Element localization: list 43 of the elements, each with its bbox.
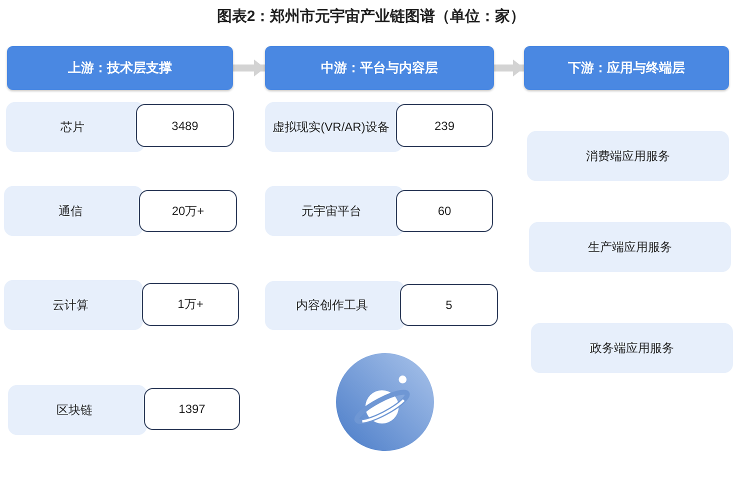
- count-value: 20万+: [172, 202, 204, 220]
- count-value: 5: [446, 298, 452, 312]
- category-label: 通信: [58, 202, 82, 220]
- count-panel: [396, 104, 493, 147]
- category-label: 虚拟现实(VR/AR)设备: [272, 118, 390, 136]
- count-panel: [136, 104, 234, 147]
- count-panel: [139, 190, 237, 232]
- count-value: 60: [438, 204, 452, 218]
- count-value: 1万+: [178, 296, 204, 313]
- stage-header: [265, 46, 494, 90]
- category-panel: [265, 186, 404, 236]
- stage-header: [524, 46, 729, 90]
- stage-header: [7, 46, 233, 90]
- count-panel: [396, 190, 493, 232]
- category-label: 区块链: [56, 402, 92, 418]
- service-panel: [531, 323, 733, 373]
- category-panel: [4, 280, 143, 330]
- stage-title: 下游：应用与终端层: [568, 59, 685, 77]
- service-label: 生产端应用服务: [588, 238, 672, 256]
- count-panel: [144, 388, 240, 430]
- category-panel: [8, 385, 147, 435]
- service-label: 消费端应用服务: [586, 148, 670, 164]
- category-panel: [4, 186, 143, 236]
- category-panel: [265, 102, 403, 152]
- category-panel: [6, 102, 145, 152]
- category-label: 元宇宙平台: [302, 202, 362, 220]
- arrow: [233, 60, 265, 76]
- count-panel: [142, 283, 239, 326]
- count-value: 239: [434, 118, 455, 132]
- service-panel: [527, 131, 729, 181]
- category-label: 云计算: [52, 296, 88, 314]
- count-value: 1397: [178, 402, 206, 416]
- category-label: 内容创作工具: [296, 297, 368, 314]
- stage-title: 中游：平台与内容层: [321, 59, 438, 77]
- service-label: 政务端应用服务: [590, 340, 674, 356]
- count-panel: [400, 284, 498, 326]
- stage-title: 上游：技术层支撑: [68, 59, 172, 77]
- chart-title: 图表2：郑州市元宇宙产业链图谱（单位：家）: [216, 7, 526, 26]
- count-value: 3489: [172, 118, 198, 132]
- category-label: 芯片: [60, 118, 84, 136]
- arrow: [494, 60, 524, 76]
- service-panel: [529, 222, 731, 272]
- category-panel: [265, 281, 405, 330]
